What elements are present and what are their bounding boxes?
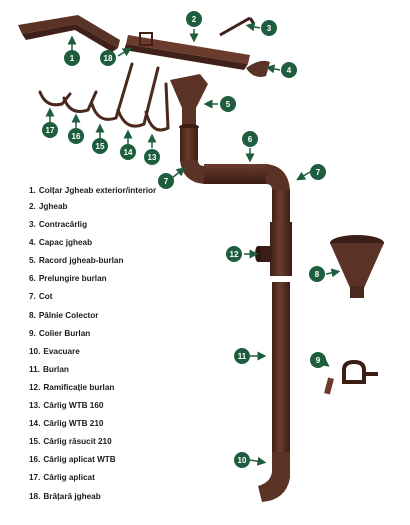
legend-item: 9.Colier Burlan	[29, 328, 91, 338]
legend-item: 17.Cârlig aplicat	[29, 473, 95, 483]
svg-text:14: 14	[124, 148, 133, 157]
legend-item: 15.Cârlig răsucit 210	[29, 437, 112, 447]
svg-text:17: 17	[46, 126, 55, 135]
svg-text:4: 4	[287, 66, 292, 75]
svg-text:2: 2	[192, 15, 197, 24]
legend-item: 5.Racord jgheab-burlan	[29, 256, 124, 266]
badge-6: 6	[242, 131, 258, 147]
legend-item: 8.Pâlnie Colector	[29, 310, 99, 320]
legend-item: 18.Brățară jgheab	[29, 491, 101, 501]
badge-15: 15	[92, 138, 108, 154]
counter-hook-part	[219, 16, 256, 37]
svg-text:10: 10	[238, 456, 247, 465]
svg-text:16: 16	[72, 132, 81, 141]
svg-text:13: 13	[148, 153, 157, 162]
badge-10: 10	[234, 452, 250, 468]
svg-text:3: 3	[267, 24, 272, 33]
legend-item: 11.Burlan	[29, 364, 69, 374]
svg-text:9: 9	[316, 356, 321, 365]
gutter-hooks-part	[38, 62, 170, 132]
gutter-cap-part	[246, 60, 270, 77]
badge-12: 12	[226, 246, 242, 262]
svg-text:18: 18	[104, 54, 113, 63]
legend-item: 6.Prelungire burlan	[29, 274, 107, 284]
badge-7b: 7	[310, 164, 326, 180]
callout-badges: 1 2 3 4 5 6 7 7 8 9 10 11 12 13 14 15 16…	[42, 11, 326, 468]
badge-8: 8	[309, 266, 325, 282]
svg-text:7: 7	[316, 168, 321, 177]
badge-5: 5	[220, 96, 236, 112]
svg-text:11: 11	[238, 352, 247, 361]
gutter-part	[124, 35, 250, 70]
gutter-outlet-part	[170, 74, 208, 130]
badge-7a: 7	[158, 173, 174, 189]
legend-item: 12.Ramificație burlan	[29, 382, 115, 392]
legend-item: 16.Cârlig aplicat WTB	[29, 455, 116, 465]
legend-item: 10.Evacuare	[29, 346, 80, 356]
svg-text:15: 15	[96, 142, 105, 151]
badge-1: 1	[64, 50, 80, 66]
svg-text:5: 5	[226, 100, 231, 109]
pipe-clamp-part	[324, 359, 378, 395]
legend-item: 14.Cârlig WTB 210	[29, 419, 104, 429]
svg-text:6: 6	[248, 135, 253, 144]
downpipe-assembly	[180, 128, 292, 502]
gutter-bracket-part	[139, 32, 153, 46]
legend-item: 1.Colțar Jgheab exterior/interior	[29, 186, 157, 195]
badge-16: 16	[68, 128, 84, 144]
badge-14: 14	[120, 144, 136, 160]
badge-2: 2	[186, 11, 202, 27]
legend-item: 3.Contracârlig	[29, 220, 88, 230]
svg-text:8: 8	[315, 270, 320, 279]
legend-item: 4.Capac jgheab	[29, 238, 93, 248]
svg-text:7: 7	[164, 177, 169, 186]
badge-13: 13	[144, 149, 160, 165]
parts-legend: 1.Colțar Jgheab exterior/interior 2.Jghe…	[29, 186, 179, 510]
legend-item: 13.Cârlig WTB 160	[29, 401, 104, 411]
legend-item: 7.Cot	[29, 292, 53, 302]
badge-3: 3	[261, 20, 277, 36]
badge-9: 9	[310, 352, 326, 368]
badge-17: 17	[42, 122, 58, 138]
badge-4: 4	[281, 62, 297, 78]
badge-18: 18	[100, 50, 116, 66]
badge-11: 11	[234, 348, 250, 364]
svg-text:12: 12	[230, 250, 239, 259]
svg-text:1: 1	[70, 54, 75, 63]
legend-item: 2.Jgheab	[29, 202, 68, 211]
gutter-corner-part	[18, 15, 120, 52]
collector-funnel-part	[330, 235, 384, 298]
